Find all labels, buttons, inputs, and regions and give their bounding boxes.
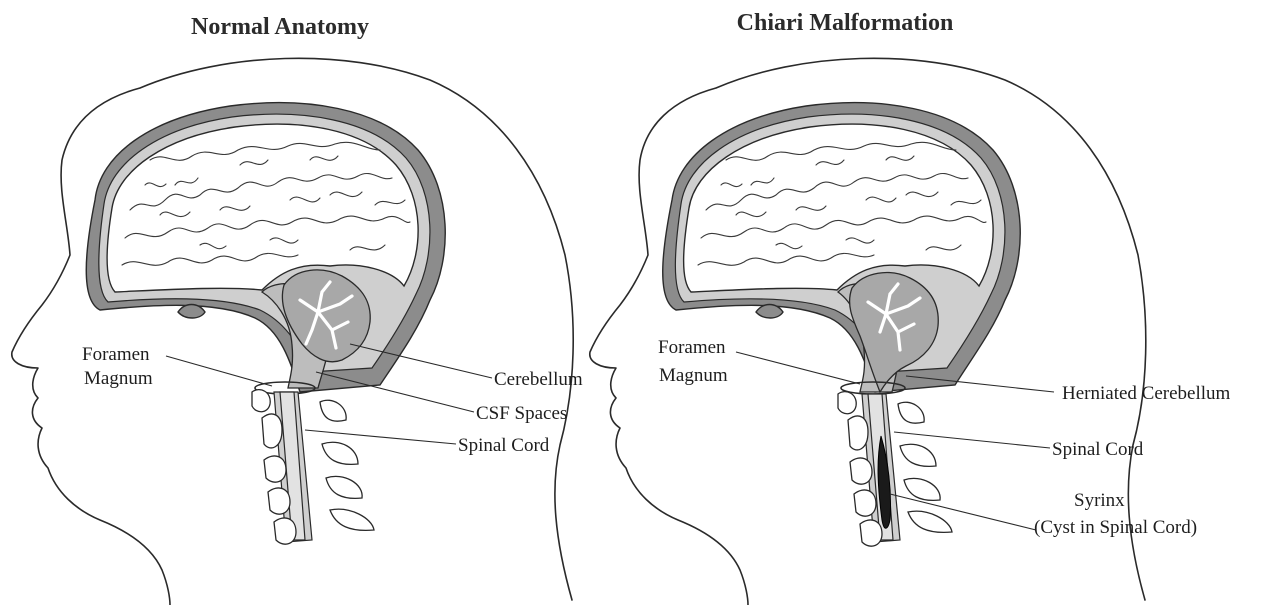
- label-cerebellum: Cerebellum: [494, 369, 583, 390]
- label-syrinx-description: (Cyst in Spinal Cord): [1034, 517, 1197, 538]
- label-csf-spaces: CSF Spaces: [476, 403, 567, 424]
- panel-normal-anatomy: Normal Anatomy: [12, 14, 583, 605]
- label-spinal-cord-chiari: Spinal Cord: [1052, 439, 1144, 460]
- label-foramen-normal-2: Magnum: [84, 368, 153, 389]
- panel-chiari-malformation: Chiari Malformation: [590, 10, 1231, 605]
- label-foramen-normal-1: Foramen: [82, 344, 150, 365]
- label-syrinx: Syrinx: [1074, 490, 1125, 511]
- panel-title-normal: Normal Anatomy: [191, 14, 369, 40]
- label-spinal-cord-normal: Spinal Cord: [458, 435, 550, 456]
- label-foramen-chiari-1: Foramen: [658, 337, 726, 358]
- label-herniated-cerebellum: Herniated Cerebellum: [1062, 383, 1231, 404]
- vertebrae-normal: [252, 390, 374, 545]
- panel-title-chiari: Chiari Malformation: [737, 10, 954, 36]
- label-foramen-chiari-2: Magnum: [659, 365, 728, 386]
